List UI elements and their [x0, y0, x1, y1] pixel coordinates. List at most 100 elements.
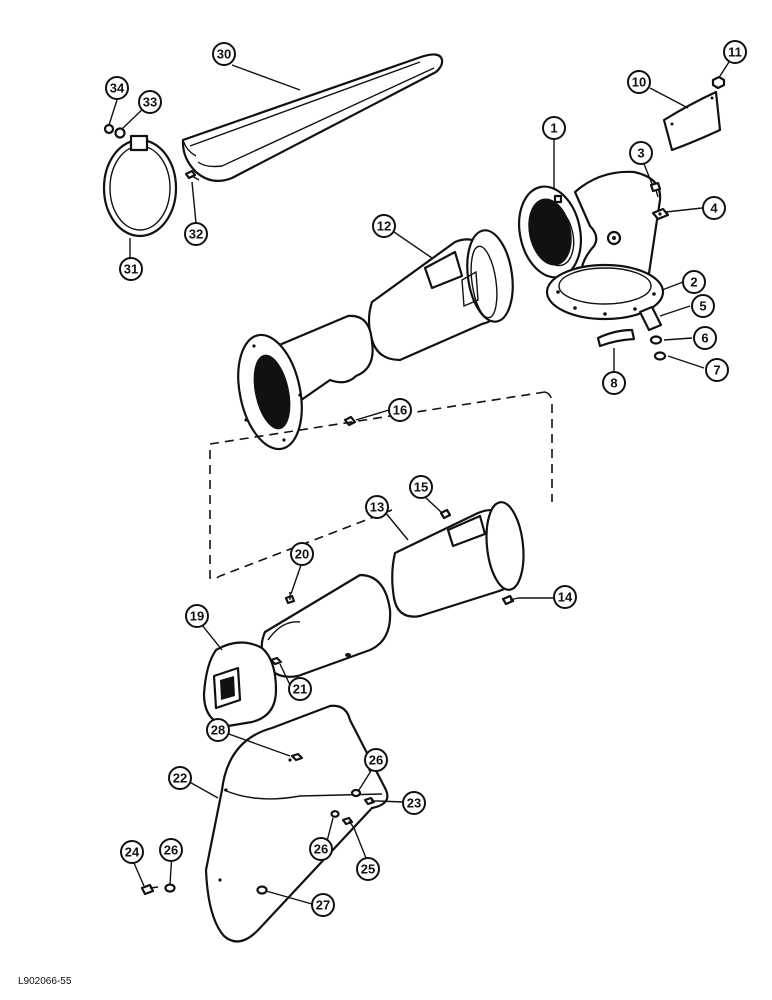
part-10-cover-plate — [662, 90, 722, 152]
svg-text:19: 19 — [190, 609, 204, 624]
callout-5: 5 — [691, 294, 715, 318]
callout-11: 11 — [723, 40, 747, 64]
callout-13: 13 — [365, 495, 389, 519]
callout-24: 24 — [120, 840, 144, 864]
part-3-bolt — [649, 181, 662, 198]
svg-text:6: 6 — [701, 331, 708, 346]
svg-text:32: 32 — [189, 227, 203, 242]
part-8-wear-strip — [596, 328, 636, 348]
callout-31: 31 — [119, 257, 143, 281]
svg-text:3: 3 — [637, 146, 644, 161]
part-32-bolt — [184, 169, 200, 181]
svg-text:22: 22 — [173, 771, 187, 786]
svg-text:5: 5 — [699, 299, 706, 314]
part-21-nut — [269, 656, 283, 666]
callout-19: 19 — [185, 604, 209, 628]
callout-32: 32 — [184, 222, 208, 246]
callout-10: 10 — [627, 70, 651, 94]
svg-text:15: 15 — [414, 480, 428, 495]
part-26-washer-b — [330, 810, 340, 818]
part-31-band-clamp — [102, 134, 178, 238]
part-28-nut — [290, 752, 304, 762]
callout-8: 8 — [602, 371, 626, 395]
callout-26-left: 26 — [159, 838, 183, 862]
svg-text:28: 28 — [211, 723, 225, 738]
part-26-washer-c — [164, 883, 176, 893]
part-11-nut — [711, 75, 726, 90]
svg-text:12: 12 — [377, 219, 391, 234]
part-25-bolt — [341, 816, 355, 829]
svg-text:2: 2 — [690, 275, 697, 290]
callout-3: 3 — [629, 141, 653, 165]
svg-text:26: 26 — [369, 753, 383, 768]
part-19-end-cap — [202, 641, 278, 728]
callout-20: 20 — [290, 542, 314, 566]
callout-30: 30 — [212, 42, 236, 66]
svg-text:33: 33 — [143, 95, 157, 110]
figure-reference-code: L902066-55 — [18, 976, 72, 987]
callout-27: 27 — [311, 893, 335, 917]
part-13-lower-tube — [391, 501, 525, 618]
svg-text:10: 10 — [632, 75, 646, 90]
callout-14: 14 — [553, 585, 577, 609]
part-34-nut — [103, 123, 115, 135]
svg-text:34: 34 — [110, 81, 125, 96]
svg-text:25: 25 — [361, 862, 375, 877]
svg-text:26: 26 — [314, 842, 328, 857]
callout-22: 22 — [168, 766, 192, 790]
part-26-washer-a — [350, 788, 362, 798]
svg-text:26: 26 — [164, 843, 178, 858]
part-14-bolt — [501, 594, 519, 606]
part-23-bolt — [363, 796, 378, 806]
part-7-nut — [653, 351, 667, 361]
callout-2: 2 — [682, 270, 706, 294]
part-27-nut — [256, 885, 268, 895]
svg-text:27: 27 — [316, 898, 330, 913]
svg-text:4: 4 — [710, 201, 718, 216]
callout-6: 6 — [693, 326, 717, 350]
svg-text:30: 30 — [217, 47, 231, 62]
callouts: 1 2 3 4 5 6 7 8 10 11 12 13 14 15 16 19 … — [105, 40, 747, 917]
part-20-bolt — [284, 592, 296, 605]
part-5-strap — [638, 305, 663, 332]
svg-text:11: 11 — [728, 45, 742, 60]
callout-12: 12 — [372, 214, 396, 238]
callout-16: 16 — [388, 398, 412, 422]
part-15-bolt — [439, 508, 452, 520]
svg-text:7: 7 — [713, 363, 720, 378]
part-24-bolt — [140, 883, 159, 896]
svg-text:16: 16 — [393, 403, 407, 418]
callout-26-middle: 26 — [309, 837, 333, 861]
callout-4: 4 — [702, 196, 726, 220]
callout-1: 1 — [542, 116, 566, 140]
connection-dashed-line — [209, 391, 553, 580]
part-12-lower-sleeve — [237, 314, 374, 451]
callout-23: 23 — [402, 791, 426, 815]
callout-21: 21 — [288, 677, 312, 701]
svg-text:21: 21 — [293, 682, 307, 697]
svg-text:14: 14 — [558, 590, 573, 605]
svg-text:24: 24 — [125, 845, 140, 860]
svg-text:1: 1 — [550, 121, 557, 136]
svg-text:13: 13 — [370, 500, 384, 515]
part-16-bolt — [343, 415, 357, 427]
part-33-washer — [114, 127, 126, 139]
callout-26-upper: 26 — [364, 748, 388, 772]
part-4-clip — [651, 207, 670, 221]
callout-7: 7 — [705, 358, 729, 382]
callout-28: 28 — [206, 718, 230, 742]
svg-text:20: 20 — [295, 547, 309, 562]
callout-15: 15 — [409, 475, 433, 499]
part-12-upper-tube — [367, 229, 514, 362]
part-22-discharge-spout — [204, 704, 389, 943]
part-2-flange-ring — [545, 263, 665, 321]
part-30-trough — [181, 53, 444, 183]
svg-text:23: 23 — [407, 796, 421, 811]
leader-lines — [108, 61, 730, 905]
callout-33: 33 — [138, 90, 162, 114]
part-6-washer — [649, 335, 663, 345]
svg-text:8: 8 — [610, 376, 617, 391]
svg-text:31: 31 — [124, 262, 138, 277]
callout-25: 25 — [356, 857, 380, 881]
